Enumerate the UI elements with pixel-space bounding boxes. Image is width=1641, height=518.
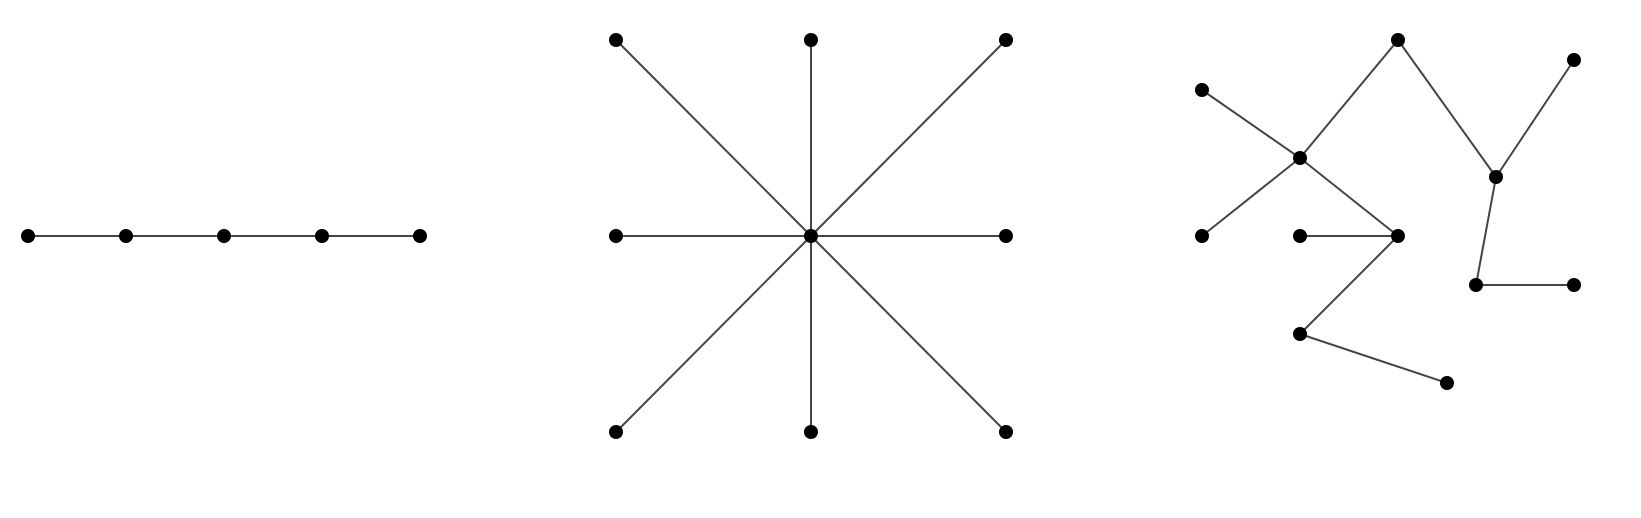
- edge-tree-n1-n9: [1397, 39, 1497, 178]
- node-tree-n9: [1489, 170, 1503, 184]
- graph-tree: [1195, 33, 1581, 390]
- edge-star-center-bottom-right: [810, 235, 1007, 433]
- edge-tree-n3-n6: [1299, 157, 1399, 237]
- node-star-left: [609, 229, 623, 243]
- node-tree-n6: [1391, 229, 1405, 243]
- node-tree-n10: [1567, 53, 1581, 67]
- node-tree-n2: [1195, 83, 1209, 97]
- node-tree-n1: [1391, 33, 1405, 47]
- node-path-e: [413, 229, 427, 243]
- node-tree-n5: [1293, 229, 1307, 243]
- edge-tree-n6-n7: [1299, 235, 1399, 335]
- node-path-d: [315, 229, 329, 243]
- node-tree-n4: [1195, 229, 1209, 243]
- graph-star: [609, 33, 1013, 439]
- node-star-bottom: [804, 425, 818, 439]
- node-star-right: [999, 229, 1013, 243]
- edge-tree-n3-n1: [1299, 39, 1399, 159]
- edge-tree-n2-n3: [1201, 89, 1301, 159]
- node-tree-n8: [1440, 376, 1454, 390]
- node-tree-n7: [1293, 327, 1307, 341]
- edge-star-center-top-left: [615, 39, 812, 237]
- node-tree-n3: [1293, 151, 1307, 165]
- node-path-a: [21, 229, 35, 243]
- node-path-b: [119, 229, 133, 243]
- edge-tree-n9-n11: [1475, 176, 1497, 286]
- edge-tree-n9-n10: [1495, 59, 1575, 178]
- node-star-top-left: [609, 33, 623, 47]
- node-star-bottom-right: [999, 425, 1013, 439]
- edge-tree-n7-n8: [1299, 333, 1448, 384]
- node-tree-n11: [1469, 278, 1483, 292]
- edge-tree-n3-n4: [1201, 157, 1301, 237]
- edge-star-center-bottom-left: [615, 235, 812, 433]
- graph-path: [21, 229, 427, 243]
- edge-star-center-top-right: [810, 39, 1007, 237]
- node-path-c: [217, 229, 231, 243]
- node-star-top: [804, 33, 818, 47]
- node-star-top-right: [999, 33, 1013, 47]
- node-tree-n12: [1567, 278, 1581, 292]
- node-star-bottom-left: [609, 425, 623, 439]
- node-star-center: [804, 229, 818, 243]
